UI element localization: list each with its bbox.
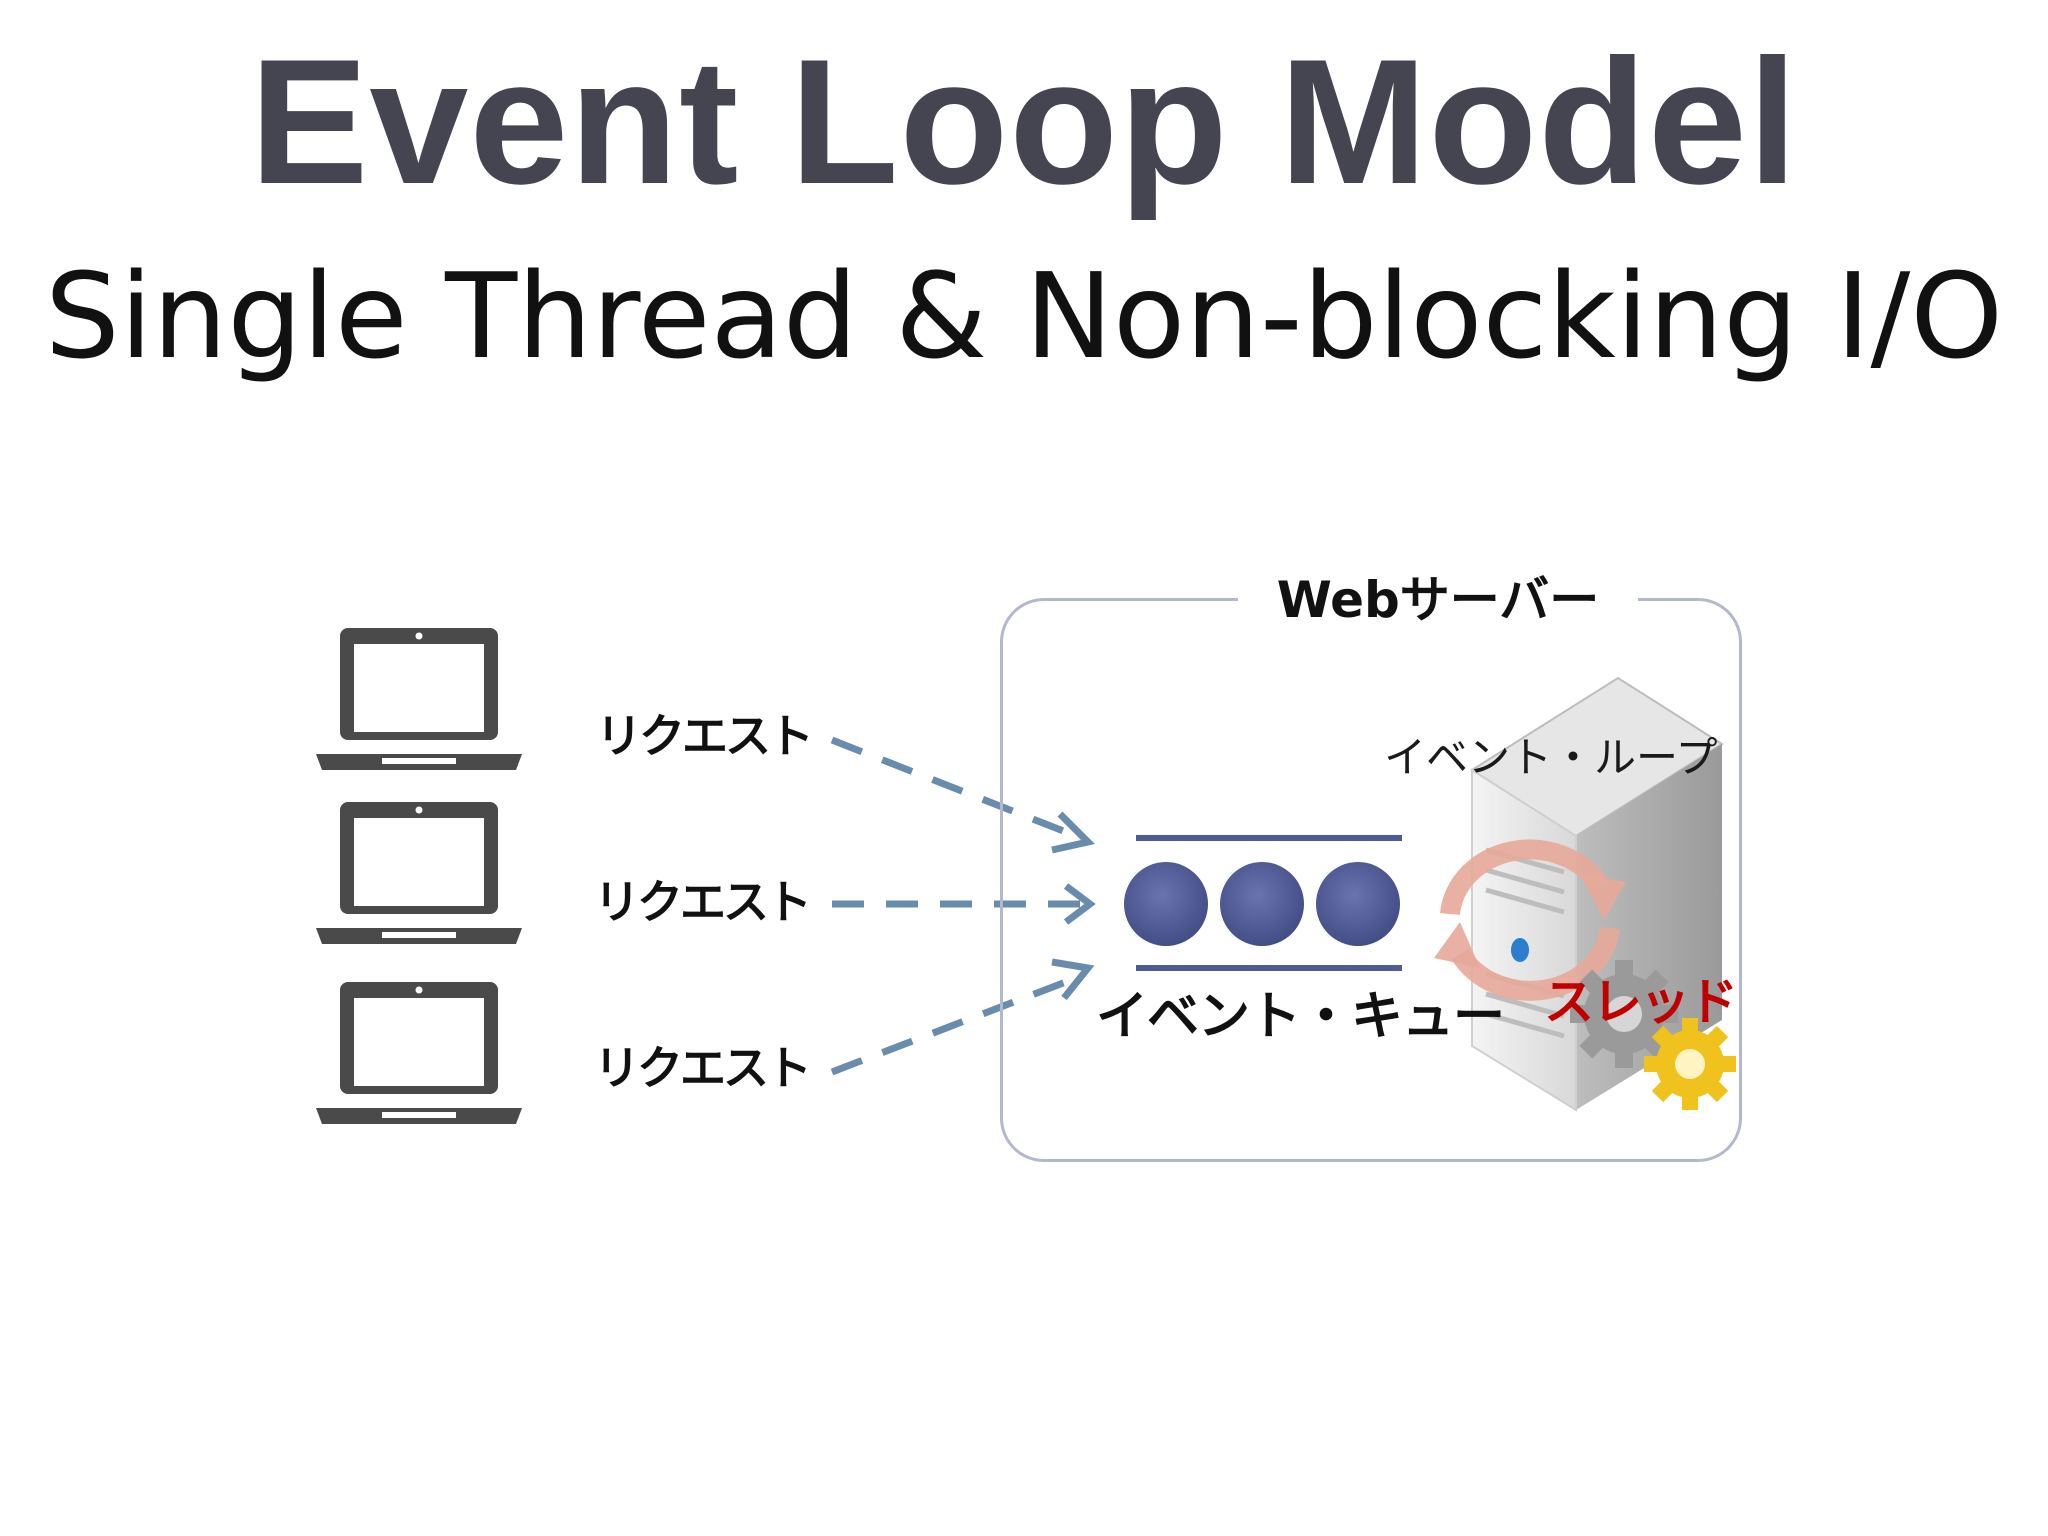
request-label: リクエスト [594,875,812,929]
arrowhead [1051,811,1095,854]
laptop-icon [316,982,522,1124]
web-server-title: Webサーバー [1238,570,1638,630]
event-loop-label: イベント・ループ [1384,733,1718,782]
queue-event-dot [1124,862,1208,946]
arrowhead [1063,883,1096,925]
request-arrow-line [830,974,1078,1076]
queue-event-dot [1316,862,1400,946]
loop-arrows-icon [1434,839,1626,1001]
event-queue [1124,835,1402,971]
arrowhead [1051,958,1095,1001]
event-queue-label: イベント・キュー [1096,987,1505,1047]
slide-title: Event Loop Model [249,22,1799,221]
laptop-icon [316,628,522,770]
request-label: リクエスト [596,709,814,763]
slide-subtitle: Single Thread & Non-blocking I/O [44,247,2004,385]
request-arrow-line [830,736,1078,840]
queue-event-dot [1220,862,1304,946]
request-label: リクエスト [594,1041,812,1095]
gear-icon [1570,960,1736,1110]
laptop-icon [316,802,522,944]
thread-label: スレッド [1544,973,1738,1031]
